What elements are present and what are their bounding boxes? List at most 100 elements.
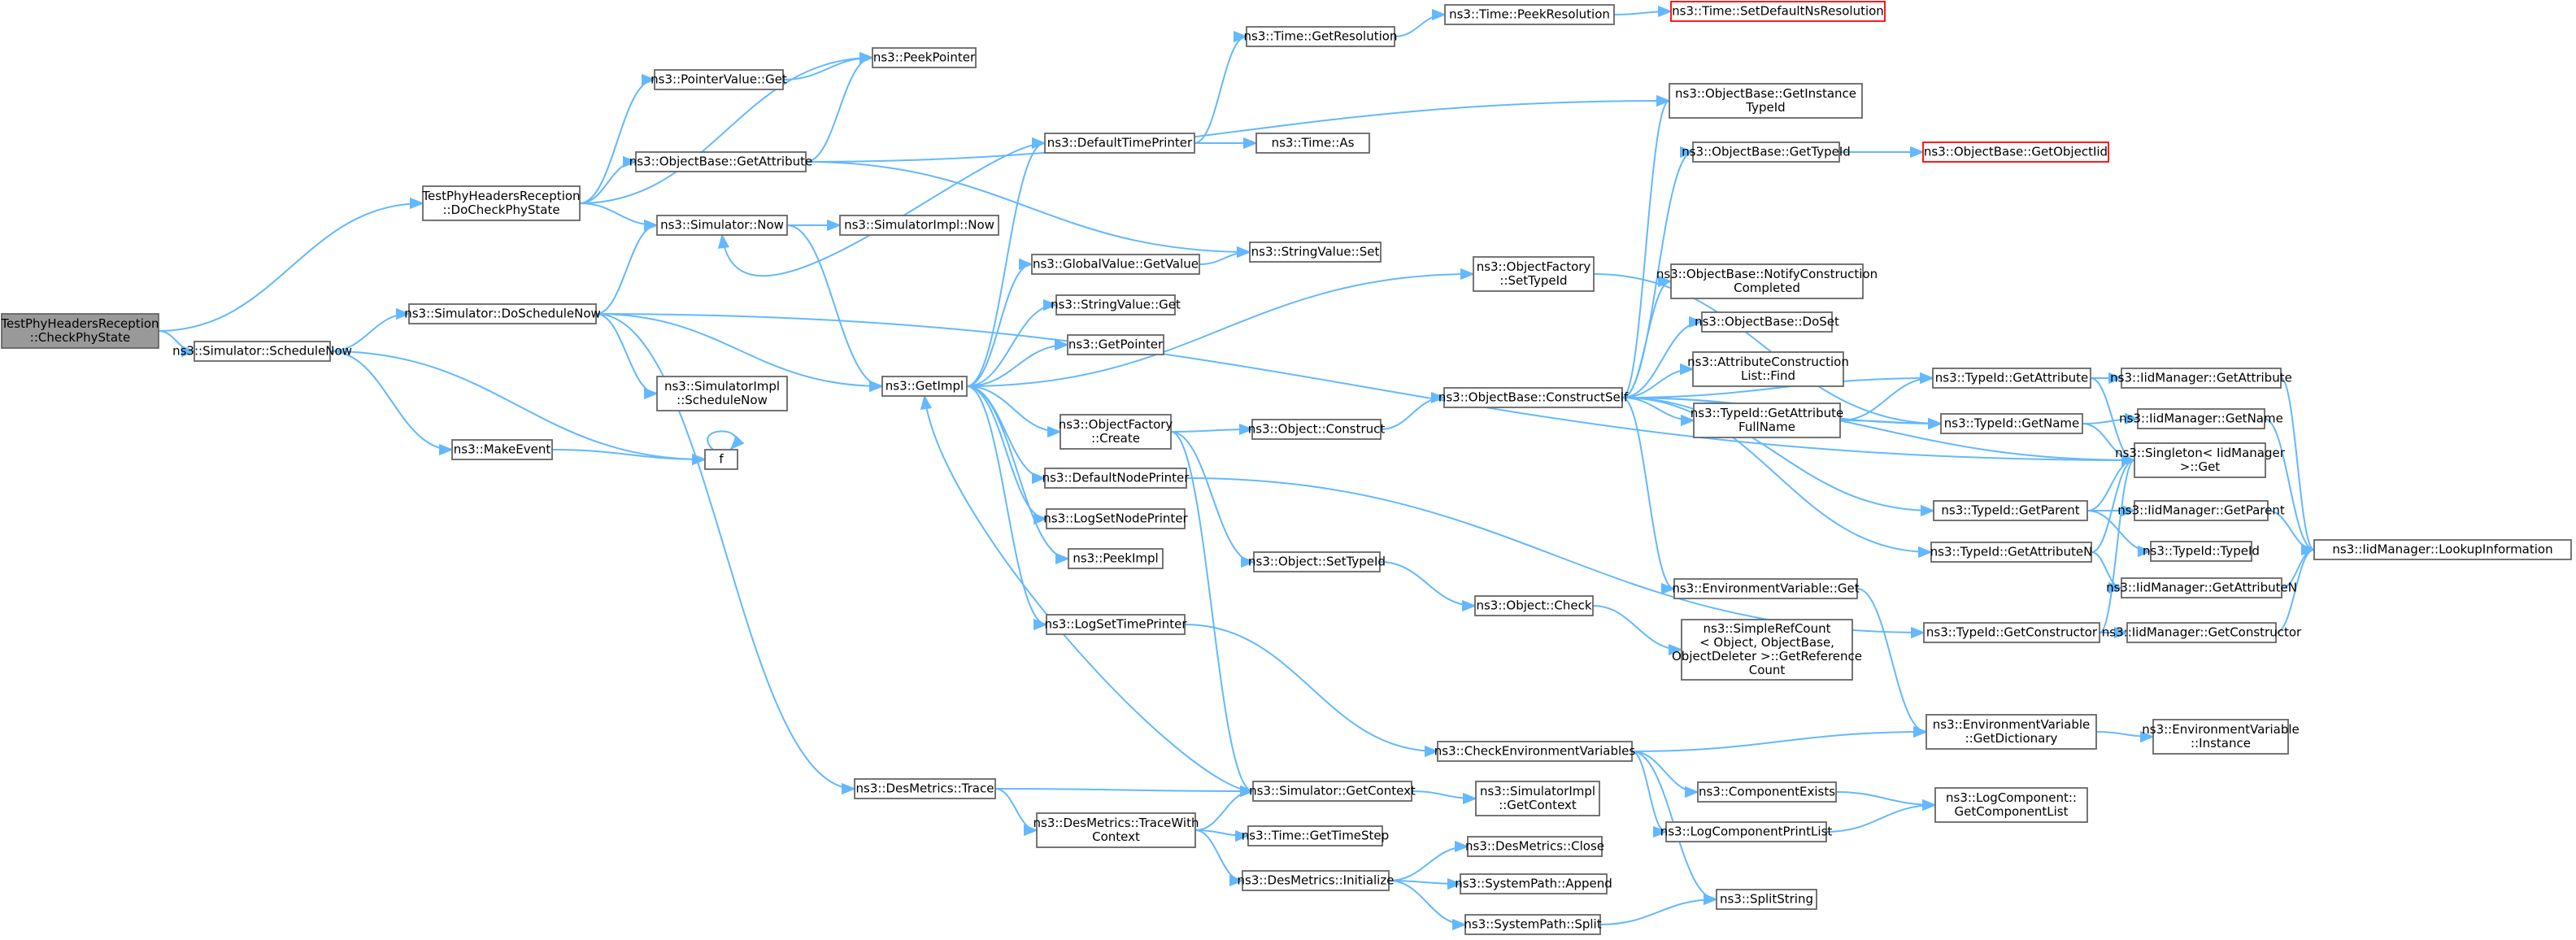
node-ns3-stringvalue-get[interactable]: ns3::StringValue::Get [1051,294,1181,316]
node-ns3-peekimpl[interactable]: ns3::PeekImpl [1068,548,1164,569]
node-ns3-objectbase-constructself[interactable]: ns3::ObjectBase::ConstructSelf [1438,387,1629,408]
node-ns3-time-peekresolution[interactable]: ns3::Time::PeekResolution [1444,4,1615,25]
node-ns3-logcomponentprintlist[interactable]: ns3::LogComponentPrintList [1660,821,1833,842]
node-label: Context [1092,829,1140,844]
edge-n23-to-n35 [966,268,1475,387]
node-ns3-simulator-getcontext[interactable]: ns3::Simulator::GetContext [1249,781,1416,802]
node-ns3-iidmanager-lookupinformation[interactable]: ns3::IidManager::LookupInformation [2313,539,2572,560]
node-ns3-objectbase-getobjectiid[interactable]: ns3::ObjectBase::GetObjectIid [1922,141,2109,163]
node-ns3-simulator-schedulenow[interactable]: ns3::Simulator::ScheduleNow [172,341,352,362]
node-ns3-objectbase-gettypeid[interactable]: ns3::ObjectBase::GetTypeId [1682,141,1851,163]
edge-n5-to-n4 [805,51,874,163]
node-ns3-globalvalue-getvalue[interactable]: ns3::GlobalValue::GetValue [1031,254,1200,275]
node-box [1242,870,1390,891]
node-ns3-componentexists[interactable]: ns3::ComponentExists [1697,781,1837,803]
node-ns3-checkenvironmentvariables[interactable]: ns3::CheckEnvironmentVariables [1434,741,1636,762]
node-ns3-object-check[interactable]: ns3::Object::Check [1474,595,1594,616]
edge-n1-to-n5 [579,155,637,204]
node-ns3-environmentvariable-get[interactable]: ns3::EnvironmentVariable::Get [1672,578,1860,599]
node-label: ns3::PeekPointer [873,50,976,65]
node-ns3-typeid-getattributen[interactable]: ns3::TypeId::GetAttributeN [1930,542,2093,563]
node-testphyheadersreception-checkphystate[interactable]: TestPhyHeadersReception::CheckPhyState [0,313,159,349]
node-ns3-objectbase-getattribute[interactable]: ns3::ObjectBase::GetAttribute [629,151,812,172]
node-ns3-defaulttimeprinter[interactable]: ns3::DefaultTimePrinter [1044,133,1195,154]
node-ns3-iidmanager-getparent[interactable]: ns3::IidManager::GetParent [2117,500,2285,521]
node-label: ns3::IidManager::LookupInformation [2332,542,2552,557]
node-ns3-object-settypeid[interactable]: ns3::Object::SetTypeId [1248,551,1386,572]
node-ns3-systempath-append[interactable]: ns3::SystemPath::Append [1455,873,1612,894]
node-box [1046,508,1186,529]
node-ns3-simulator-doschedulenow[interactable]: ns3::Simulator::DoScheduleNow [404,303,601,324]
node-ns3-environmentvariable-instance[interactable]: ns3::EnvironmentVariable::Instance [2142,719,2300,755]
node-ns3-simulatorimpl-schedulenow[interactable]: ns3::SimulatorImpl::ScheduleNow [656,376,788,411]
node-box [1067,334,1164,355]
node-box [1247,825,1383,846]
node-ns3-environmentvariable-getdictionary[interactable]: ns3::EnvironmentVariable::GetDictionary [1925,714,2097,750]
node-ns3-time-as[interactable]: ns3::Time::As [1255,133,1370,154]
node-ns3-logsettimeprinter[interactable]: ns3::LogSetTimePrinter [1044,614,1187,635]
node-ns3-desmetrics-initialize[interactable]: ns3::DesMetrics::Initialize [1238,870,1395,891]
node-ns3-objectfactory-create[interactable]: ns3::ObjectFactory::Create [1059,414,1173,450]
node-label: ns3::ObjectBase::GetTypeId [1682,145,1851,159]
node-ns3-typeid-getattribute[interactable]: ns3::TypeId::GetAttribute [1932,368,2091,389]
node-ns3-object-construct[interactable]: ns3::Object::Construct [1248,419,1386,440]
node-ns3-pointervalue-get[interactable]: ns3::PointerValue::Get [651,69,787,90]
node-ns3-simulatorimpl-now[interactable]: ns3::SimulatorImpl::Now [839,215,999,236]
node-label: ns3::LogSetTimePrinter [1044,617,1187,632]
node-ns3-iidmanager-getattributen[interactable]: ns3::IidManager::GetAttributeN [2106,577,2297,598]
node-ns3-desmetrics-trace[interactable]: ns3::DesMetrics::Trace [854,778,996,799]
node-label: FullName [1738,420,1795,434]
node-ns3-objectfactory-settypeid[interactable]: ns3::ObjectFactory::SetTypeId [1473,256,1595,292]
node-ns3-iidmanager-getattribute[interactable]: ns3::IidManager::GetAttribute [2110,368,2292,389]
node-label: f [719,452,724,467]
node-ns3-stringvalue-set[interactable]: ns3::StringValue::Set [1249,242,1382,263]
node-ns3-objectbase-doset[interactable]: ns3::ObjectBase::DoSet [1695,311,1839,333]
node-ns3-typeid-getparent[interactable]: ns3::TypeId::GetParent [1933,500,2088,521]
edge-n23-to-n17 [966,137,1046,387]
node-ns3-systempath-split[interactable]: ns3::SystemPath::Split [1464,914,1602,935]
edge-n6-to-n23 [786,224,884,393]
node-label: ns3::LogSetNodePrinter [1043,511,1188,526]
node-ns3-time-setdefaultnsresolution[interactable]: ns3::Time::SetDefaultNsResolution [1670,1,1886,22]
edge-n13-to-n31 [1194,829,1244,887]
node-ns3-typeid-getname[interactable]: ns3::TypeId::GetName [1940,413,2083,434]
node-ns3-simplerefcount-object-objectbase-objectdelet[interactable]: ns3::SimpleRefCount< Object, ObjectBase,… [1672,619,1862,681]
node-ns3-logsetnodeprinter[interactable]: ns3::LogSetNodePrinter [1043,508,1189,529]
node-label: ns3::PeekImpl [1073,551,1158,566]
node-box [1253,551,1381,572]
edge-n17-to-n6 [717,142,1046,277]
edge-n31-to-n40 [1388,877,1462,890]
node-ns3-splitstring[interactable]: ns3::SplitString [1716,889,1817,910]
node-ns3-iidmanager-getconstructor[interactable]: ns3::IidManager::GetConstructor [2102,622,2302,643]
node-ns3-getpointer[interactable]: ns3::GetPointer [1067,334,1164,355]
node-ns3-peekpointer[interactable]: ns3::PeekPointer [872,47,977,68]
edge-n5-to-n20 [805,161,1251,259]
node-box [1693,403,1841,438]
edge-n36-to-n47 [1621,363,1695,398]
node-testphyheadersreception-docheckphystate[interactable]: TestPhyHeadersReception::DoCheckPhyState [421,185,581,221]
node-ns3-defaultnodeprinter[interactable]: ns3::DefaultNodePrinter [1042,468,1190,489]
node-ns3-typeid-getconstructor[interactable]: ns3::TypeId::GetConstructor [1923,622,2100,643]
node-ns3-objectbase-notifyconstruction-completed[interactable]: ns3::ObjectBase::NotifyConstructionCompl… [1656,263,1878,299]
node-ns3-singleton-iidmanager-get[interactable]: ns3::Singleton< IidManager>::Get [2115,442,2286,478]
node-ns3-simulatorimpl-getcontext[interactable]: ns3::SimulatorImpl::GetContext [1475,781,1600,816]
node-box [1670,263,1864,299]
node-ns3-desmetrics-close[interactable]: ns3::DesMetrics::Close [1465,836,1604,857]
node-box [1055,294,1176,316]
node-ns3-time-getresolution[interactable]: ns3::Time::GetResolution [1244,26,1398,47]
node-f[interactable]: f [704,449,738,470]
node-label: ns3::DesMetrics::Initialize [1238,873,1395,888]
node-box [881,376,968,397]
node-ns3-simulator-now[interactable]: ns3::Simulator::Now [656,215,788,236]
node-ns3-logcomponent-getcomponentlist[interactable]: ns3::LogComponent::GetComponentList [1934,787,2088,823]
node-ns3-iidmanager-getname[interactable]: ns3::IidManager::GetName [2119,408,2283,429]
edge-n34-to-n50 [1592,605,1683,656]
node-ns3-time-gettimestep[interactable]: ns3::Time::GetTimeStep [1242,825,1389,846]
node-ns3-makeevent[interactable]: ns3::MakeEvent [451,439,553,460]
node-ns3-typeid-typeid[interactable]: ns3::TypeId::TypeId [2143,541,2260,562]
node-ns3-getimpl[interactable]: ns3::GetImpl [881,376,968,397]
